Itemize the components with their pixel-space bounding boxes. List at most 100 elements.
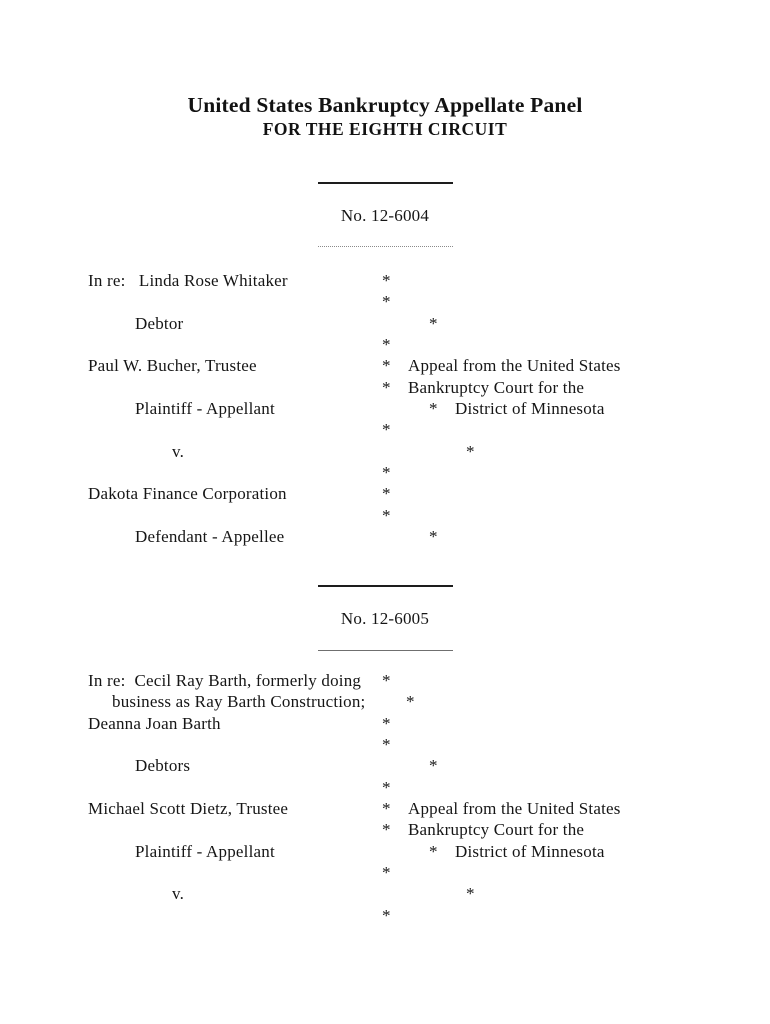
appeal-origin-text: District of Minnesota — [455, 398, 605, 418]
party-text — [88, 819, 382, 840]
party-text: Dakota Finance Corporation — [88, 484, 287, 504]
case-number-divider-top-1 — [318, 182, 453, 184]
court-subtitle: FOR THE EIGHTH CIRCUIT — [262, 119, 508, 139]
case-number-divider-bottom-1 — [318, 246, 453, 247]
appeal-origin-text — [408, 419, 750, 440]
asterisk-separator: * — [382, 734, 391, 754]
appeal-origin-text: Bankruptcy Court for the — [408, 820, 585, 840]
party-text — [88, 377, 382, 398]
appeal-origin-text — [408, 505, 750, 526]
caption-row: Paul W. Bucher, Trustee * Appeal from th… — [88, 355, 750, 376]
asterisk-separator: * — [382, 462, 391, 482]
case-number-divider-top-2 — [318, 585, 453, 587]
asterisk-separator: * — [382, 505, 391, 525]
caption-row: v. * — [88, 883, 750, 904]
appeal-origin-text — [408, 483, 750, 504]
asterisk-separator: * — [382, 713, 391, 733]
party-role-text: Defendant - Appellee — [135, 526, 285, 546]
appeal-origin-text — [408, 270, 750, 291]
asterisk-separator: * — [382, 292, 391, 312]
asterisk-separator: * — [382, 484, 391, 504]
appeal-origin-text — [408, 862, 750, 883]
asterisk-separator: * — [382, 777, 391, 797]
case-number-1: No. 12-6004 — [340, 206, 430, 225]
caption-row: Michael Scott Dietz, Trustee * Appeal fr… — [88, 798, 750, 819]
appeal-origin-text — [408, 291, 750, 312]
party-text: In re: Linda Rose Whitaker — [88, 271, 288, 290]
party-text-wrap: business as Ray Barth Construction; — [112, 692, 366, 712]
caption-row: In re: Linda Rose Whitaker * — [88, 270, 750, 291]
case-caption-2: In re: Cecil Ray Barth, formerly doing *… — [88, 670, 750, 926]
asterisk-separator: * — [406, 692, 415, 712]
appeal-origin-text — [408, 670, 750, 691]
caption-row: Defendant - Appellee * — [88, 526, 750, 547]
party-text — [88, 505, 382, 526]
asterisk-separator: * — [382, 820, 391, 840]
appeal-origin-text: District of Minnesota — [455, 841, 605, 861]
asterisk-separator: * — [382, 905, 391, 925]
appeal-origin-text: Bankruptcy Court for the — [408, 377, 585, 397]
asterisk-separator: * — [382, 420, 391, 440]
appeal-origin-text — [432, 691, 750, 712]
caption-row: Debtors * — [88, 755, 750, 776]
asterisk-separator: * — [382, 356, 391, 376]
party-role-text: Debtors — [135, 756, 191, 776]
case-caption-1: In re: Linda Rose Whitaker * * Debtor * … — [88, 270, 750, 547]
asterisk-separator: * — [466, 441, 475, 461]
asterisk-separator: * — [382, 862, 391, 882]
caption-row: * — [88, 462, 750, 483]
appeal-origin-text: Appeal from the United States — [408, 798, 621, 818]
caption-row: v. * — [88, 441, 750, 462]
asterisk-separator: * — [382, 334, 391, 354]
caption-row: * — [88, 505, 750, 526]
appeal-origin-text — [455, 526, 750, 547]
appeal-origin-text — [455, 755, 750, 776]
appeal-origin-text — [408, 734, 750, 755]
caption-row: In re: Cecil Ray Barth, formerly doing * — [88, 670, 750, 691]
asterisk-separator: * — [429, 756, 438, 776]
caption-row: * Bankruptcy Court for the — [88, 377, 750, 398]
party-text: Michael Scott Dietz, Trustee — [88, 798, 289, 818]
appeal-origin-text — [492, 441, 750, 462]
asterisk-separator: * — [429, 398, 438, 418]
caption-row: Debtor * — [88, 313, 750, 334]
caption-row: business as Ray Barth Construction; * — [88, 691, 750, 712]
caption-row: Plaintiff - Appellant * District of Minn… — [88, 841, 750, 862]
party-text — [88, 334, 382, 355]
caption-row: * Bankruptcy Court for the — [88, 819, 750, 840]
party-text: In re: Cecil Ray Barth, formerly doing — [88, 671, 362, 690]
caption-row: * — [88, 777, 750, 798]
appeal-origin-text — [408, 334, 750, 355]
versus-text: v. — [172, 441, 185, 461]
party-role-text: Debtor — [135, 313, 184, 333]
asterisk-separator: * — [382, 377, 391, 397]
caption-row: * — [88, 419, 750, 440]
caption-row: * — [88, 862, 750, 883]
appeal-origin-text — [408, 462, 750, 483]
caption-row: * — [88, 905, 750, 926]
party-text — [88, 462, 382, 483]
party-text — [88, 419, 382, 440]
caption-row: * — [88, 291, 750, 312]
asterisk-separator: * — [429, 526, 438, 546]
party-role-text: Plaintiff - Appellant — [135, 841, 275, 861]
party-text: Paul W. Bucher, Trustee — [88, 356, 257, 376]
case-number-2: No. 12-6005 — [340, 609, 430, 628]
asterisk-separator: * — [466, 884, 475, 904]
court-title: United States Bankruptcy Appellate Panel — [187, 93, 583, 117]
asterisk-separator: * — [382, 271, 391, 290]
caption-row: Plaintiff - Appellant * District of Minn… — [88, 398, 750, 419]
appeal-origin-text: Appeal from the United States — [408, 356, 621, 376]
caption-row: * — [88, 734, 750, 755]
versus-text: v. — [172, 884, 185, 904]
party-text — [88, 862, 382, 883]
asterisk-separator: * — [382, 798, 391, 818]
appeal-origin-text — [408, 905, 750, 926]
appeal-origin-text — [492, 883, 750, 904]
caption-row: Deanna Joan Barth * — [88, 713, 750, 734]
party-text: Deanna Joan Barth — [88, 713, 221, 733]
caption-row: * — [88, 334, 750, 355]
appeal-origin-text — [408, 777, 750, 798]
case-number-divider-bottom-2 — [318, 650, 453, 651]
asterisk-separator: * — [382, 671, 391, 690]
